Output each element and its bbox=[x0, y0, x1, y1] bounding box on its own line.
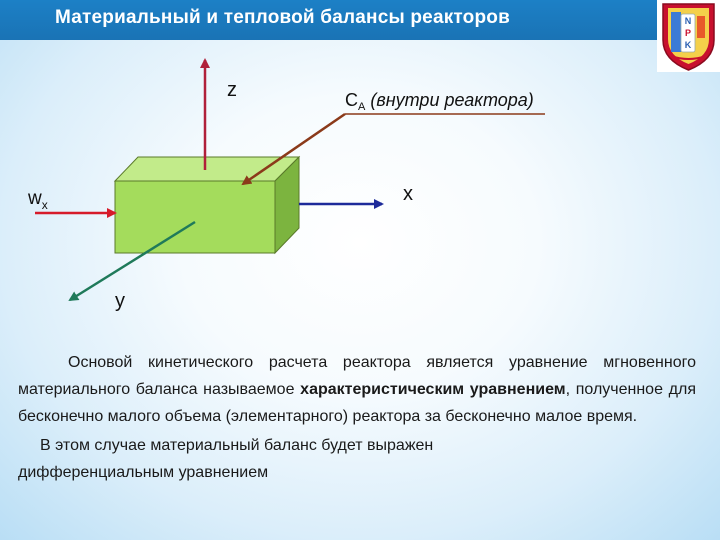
body-text: Основой кинетического расчета реактора я… bbox=[18, 349, 696, 486]
z-axis-label: z bbox=[227, 79, 237, 101]
reactor-box-front bbox=[114, 180, 276, 254]
logo-letter-k: K bbox=[685, 40, 692, 50]
inlet-flow-label: wx bbox=[27, 188, 48, 212]
paragraph-differential-equation: В этом случае материальный баланс будет … bbox=[18, 437, 434, 481]
paragraph-characteristic-equation: Основой кинетического расчета реактора я… bbox=[18, 349, 696, 430]
slide-title: Материальный и тепловой балансы реакторо… bbox=[55, 7, 510, 28]
title-bar: Материальный и тепловой балансы реакторо… bbox=[0, 0, 720, 40]
paragraph-1-bold-term: характеристическим уравнением bbox=[300, 381, 566, 398]
paragraph-1-text-a: Основой кинетического расчета реактора я… bbox=[18, 354, 696, 398]
college-logo: N P K bbox=[657, 0, 720, 72]
concentration-pointer-arrow bbox=[241, 112, 346, 186]
x-axis-label: x bbox=[403, 183, 413, 205]
shield-emblem-icon: N P K bbox=[662, 3, 715, 71]
logo-letter-n: N bbox=[685, 16, 692, 26]
y-axis-arrow bbox=[68, 220, 196, 302]
reactor-diagram: z CA (внутри реактора) x wx y bbox=[27, 58, 545, 312]
logo-letter-p: P bbox=[685, 28, 691, 38]
concentration-label: CA (внутри реактора) bbox=[345, 90, 534, 113]
paragraph-1-text-c: , полученное для бесконечно малого объем… bbox=[18, 381, 697, 425]
reactor-box-top bbox=[113, 156, 301, 182]
y-axis-label: y bbox=[115, 290, 125, 312]
